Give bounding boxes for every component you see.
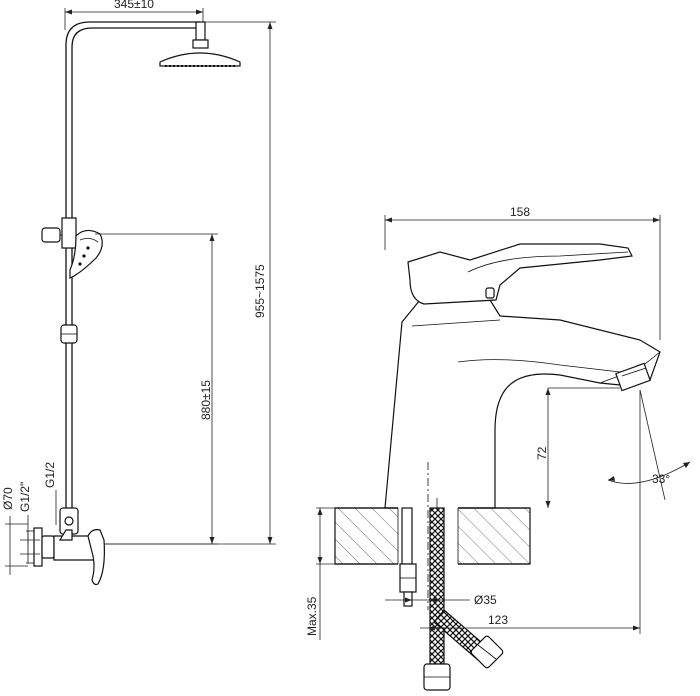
hole-diameter-dimension: Ø35	[385, 593, 497, 607]
top-width-dimension: 345±10	[64, 0, 204, 42]
total-height-label: 955~1575	[253, 264, 267, 318]
mixer-height-label: 880±15	[199, 380, 213, 420]
hole-diameter-label: Ø35	[474, 593, 497, 607]
overhead-shower-head	[159, 21, 241, 67]
left-side-dimensions: Ø70 G1/2" G1/2	[1, 462, 57, 575]
max-deck-label: Max.35	[305, 596, 319, 636]
spout-angle-label: 33°	[652, 472, 670, 486]
max-deck-dimension: Max.35	[305, 507, 335, 640]
shower-mixer	[26, 507, 105, 586]
flex-hoses	[423, 498, 504, 691]
reach-dimension: 123	[420, 500, 641, 634]
riser-bracket	[60, 324, 78, 344]
flange-diameter-label: Ø70	[1, 487, 15, 510]
mixer-body	[384, 299, 661, 509]
length-label: 158	[510, 205, 530, 219]
shower-set: 345±10	[1, 0, 276, 586]
length-dimension: 158	[384, 205, 661, 340]
reach-label: 123	[488, 613, 508, 627]
connection-thread-label: G1/2"	[18, 482, 32, 512]
hand-shower-holder	[41, 217, 77, 249]
spout-height-label: 72	[535, 446, 549, 460]
top-width-label: 345±10	[114, 0, 154, 11]
hand-shower	[69, 229, 103, 279]
height-dimensions: 880±15 955~1575	[95, 21, 276, 545]
spout-height-dimension: 72	[535, 387, 620, 508]
spout-angle: 33°	[607, 389, 691, 501]
basin-mixer: 158 72 33°	[305, 205, 691, 691]
mixer-lever	[407, 243, 633, 305]
riser-pipe	[65, 21, 200, 530]
pipe-thread-label: G1/2	[43, 462, 57, 488]
